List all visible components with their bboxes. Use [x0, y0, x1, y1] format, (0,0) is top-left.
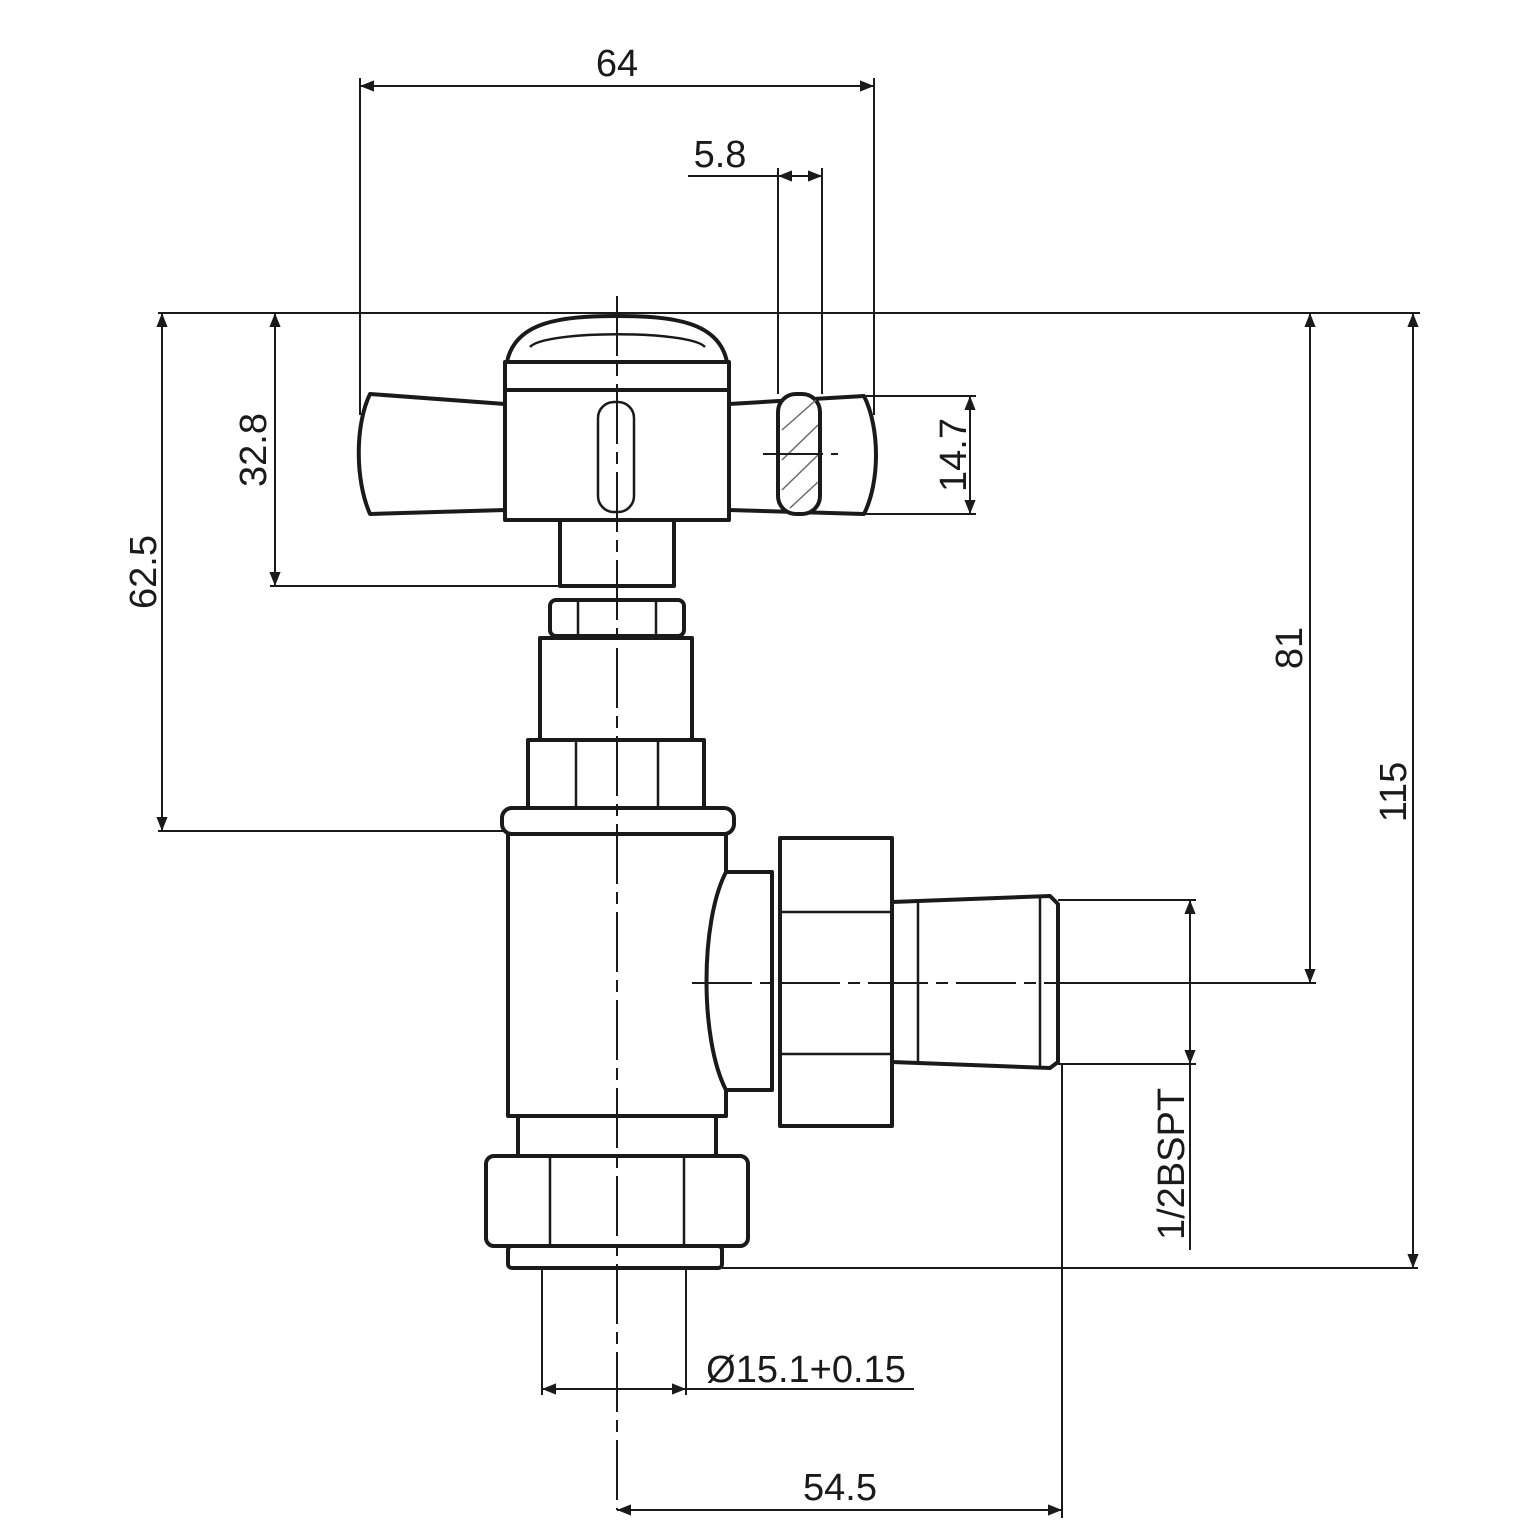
inlet-tail [506, 1244, 724, 1270]
handle-spoke-left [356, 392, 507, 516]
dim-overall-height: 115 [1373, 762, 1415, 823]
dim-handle-width: 64 [596, 43, 638, 85]
outlet-boss [704, 870, 774, 1092]
dim-handle-height: 32.8 [233, 413, 275, 487]
dimension-labels: 64 5.8 32.8 14.7 62.5 81 115 1/2BSPT Ø15… [123, 43, 1415, 1509]
dimension-lines [156, 78, 1420, 1518]
dim-top-to-body: 62.5 [123, 535, 165, 609]
dim-spoke-height: 14.7 [933, 418, 975, 492]
centre-lines [616, 296, 1090, 1510]
dim-inlet-diameter: Ø15.1+0.15 [706, 1349, 906, 1391]
dim-spoke-thickness: 5.8 [694, 134, 747, 176]
dim-axis-to-outlet-end: 54.5 [803, 1467, 877, 1509]
dim-thread-size: 1/2BSPT [1151, 1088, 1193, 1240]
dim-top-to-outlet-axis: 81 [1269, 627, 1311, 669]
